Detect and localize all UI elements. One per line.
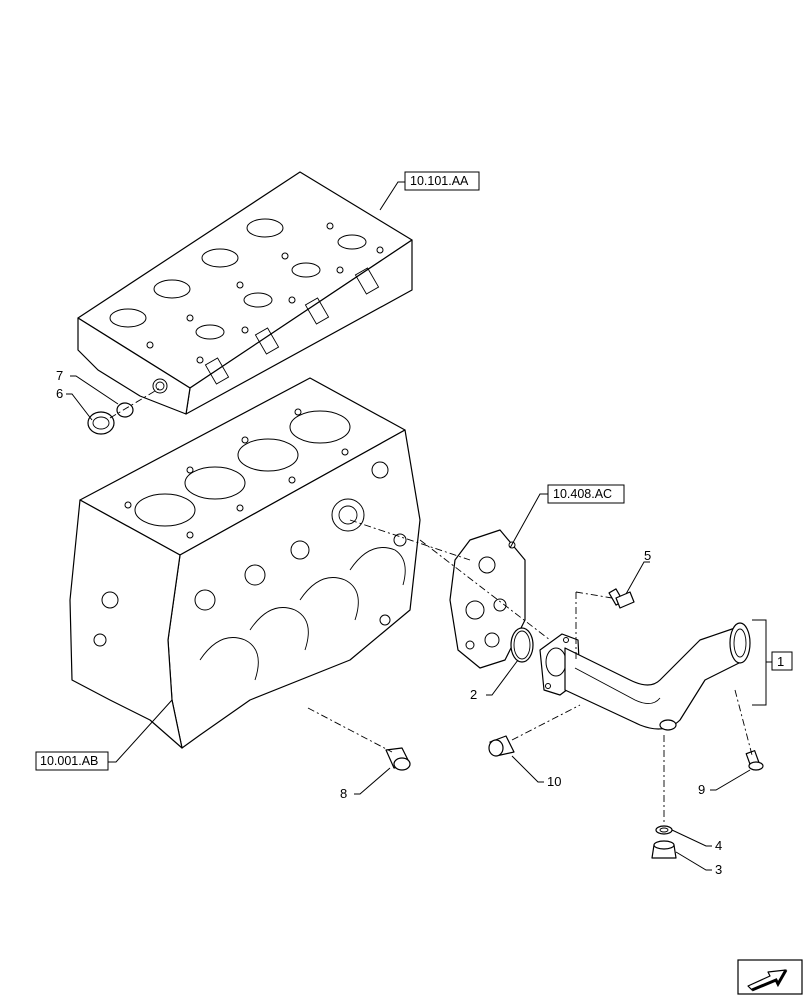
ref-front-cover: 10.408.AC: [553, 487, 612, 501]
callout-3: 3: [715, 862, 722, 877]
bolt-5: [608, 588, 635, 609]
o-ring-2: [510, 627, 534, 663]
ref-box-cylinder-head: [404, 171, 480, 191]
engine-block: [69, 377, 421, 749]
callouts: 10.101.AA 10.408.AC 10.001.AB 2 3 4 5 6 …: [35, 171, 751, 877]
callout-4: 4: [715, 838, 722, 853]
callout-8: 8: [340, 786, 347, 801]
ref-engine-block: 10.001.AB: [40, 754, 98, 768]
water-pipe-assembly: [539, 622, 751, 731]
bolt-9: [745, 750, 764, 771]
assembly-bracket: 1: [752, 619, 793, 706]
assembly-bracket-label: 1: [777, 654, 784, 669]
plug-3: [651, 840, 677, 859]
callout-10: 10: [547, 774, 561, 789]
seal-7: [116, 402, 134, 418]
cylinder-head: [77, 171, 413, 415]
washer-4: [655, 825, 673, 835]
plug-10: [488, 735, 515, 757]
ref-cylinder-head: 10.101.AA: [410, 174, 469, 188]
front-cover: [449, 529, 526, 669]
callout-9: 9: [698, 782, 705, 797]
callout-6: 6: [56, 386, 63, 401]
plug-8: [385, 747, 411, 771]
next-page-arrow-icon[interactable]: [737, 959, 803, 995]
callout-5: 5: [644, 548, 651, 563]
plug-6: [87, 411, 115, 435]
callout-2: 2: [470, 687, 477, 702]
callout-7: 7: [56, 368, 63, 383]
alignment-lines: [109, 387, 753, 825]
ref-box-front-cover: [547, 484, 625, 504]
ref-box-engine-block: [35, 751, 109, 771]
